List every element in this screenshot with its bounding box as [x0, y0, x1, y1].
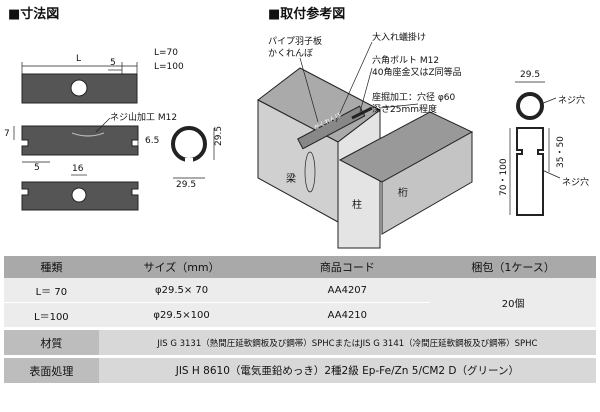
label-ohire: 大入れ蟻掛け: [372, 33, 427, 43]
mounting-heading: ■取付参考図: [268, 7, 346, 22]
material-label: 材質: [4, 330, 99, 355]
dim-five-top: 5: [110, 58, 116, 68]
table-row: L＝100 φ29.5×100 AA4210: [4, 302, 596, 327]
label-column: 柱: [352, 200, 362, 211]
side-end-view: [516, 92, 544, 120]
dim-l70: L=70: [154, 48, 179, 58]
spec-table: 種類 サイズ（mm） 商品コード 梱包（1ケース） L＝ 70 φ29.5× 7…: [4, 256, 596, 383]
header-type: 種類: [4, 256, 99, 278]
dim-L: L: [76, 54, 82, 64]
header-packing: 梱包（1ケース）: [430, 256, 596, 278]
dimension-drawing: [13, 41, 561, 249]
dim-29-5-horizontal: 29.5: [176, 180, 197, 190]
dim-six-five: 6.5: [145, 136, 160, 146]
dim-seven: 7: [4, 129, 10, 139]
side-pipe-view: [516, 127, 544, 216]
cell-size: φ29.5× 70: [98, 278, 265, 303]
cell-size: φ29.5×100: [98, 302, 265, 327]
cell-code: AA4207: [264, 278, 431, 303]
pipe-end-view: [171, 126, 207, 162]
finish-value: JIS H 8610（電気亜鉛めっき）2種2級 Ep-Fe/Zn 5/CM2 D…: [98, 358, 596, 383]
pipe-top-hole: [70, 79, 88, 97]
side-screw-hole-bottom: ネジ穴: [562, 178, 590, 188]
finish-row: 表面処理 JIS H 8610（電気亜鉛めっき）2種2級 Ep-Fe/Zn 5/…: [4, 358, 596, 383]
side-top-dim: 29.5: [520, 70, 541, 80]
dim-sixteen: 16: [72, 164, 84, 174]
table-header-row: 種類 サイズ（mm） 商品コード 梱包（1ケース）: [4, 256, 596, 278]
label-depth: 深さ25mm程度: [372, 105, 437, 115]
pipe-installed: [297, 105, 366, 150]
material-value: JIS G 3131（熱間圧延軟鋼板及び鋼帯）SPHCまたはJIS G 3141…: [98, 330, 596, 355]
header-code: 商品コード: [264, 256, 431, 278]
pipe-bottom-hole: [71, 187, 87, 203]
side-length: 70・100: [499, 158, 509, 196]
side-mid: 35・50: [556, 136, 566, 168]
dim-five-bottom: 5: [34, 163, 40, 173]
cell-type: L＝100: [4, 302, 99, 327]
label-kakurenbo: かくれんぼ: [268, 49, 314, 59]
label-washer: 40角座金又はZ同等品: [372, 68, 462, 78]
dim-thread: ネジ山加工 M12: [110, 113, 178, 123]
finish-label: 表面処理: [4, 358, 99, 383]
material-row: 材質 JIS G 3131（熱間圧延軟鋼板及び鋼帯）SPHCまたはJIS G 3…: [4, 330, 596, 355]
cell-code: AA4210: [264, 302, 431, 327]
dim-29-5-vertical: 29.5: [214, 125, 224, 146]
label-counterbore: 座掘加工：穴径 φ60: [372, 93, 456, 103]
label-bolt: 六角ボルト M12: [372, 56, 440, 66]
cell-type: L＝ 70: [4, 278, 99, 303]
header-size: サイズ（mm）: [98, 256, 265, 278]
pipe-middle-view: [21, 125, 139, 156]
label-pipe: パイプ羽子板: [268, 37, 323, 47]
label-girder: 桁: [398, 188, 408, 199]
table-row: L＝ 70 φ29.5× 70 AA4207 20個: [4, 278, 596, 327]
dimensions-heading: ■寸法図: [8, 7, 60, 22]
side-screw-hole-top: ネジ穴: [558, 96, 586, 106]
label-beam: 梁: [286, 174, 296, 185]
cell-packing: 20個: [430, 278, 596, 327]
dim-l100: L=100: [154, 62, 184, 72]
